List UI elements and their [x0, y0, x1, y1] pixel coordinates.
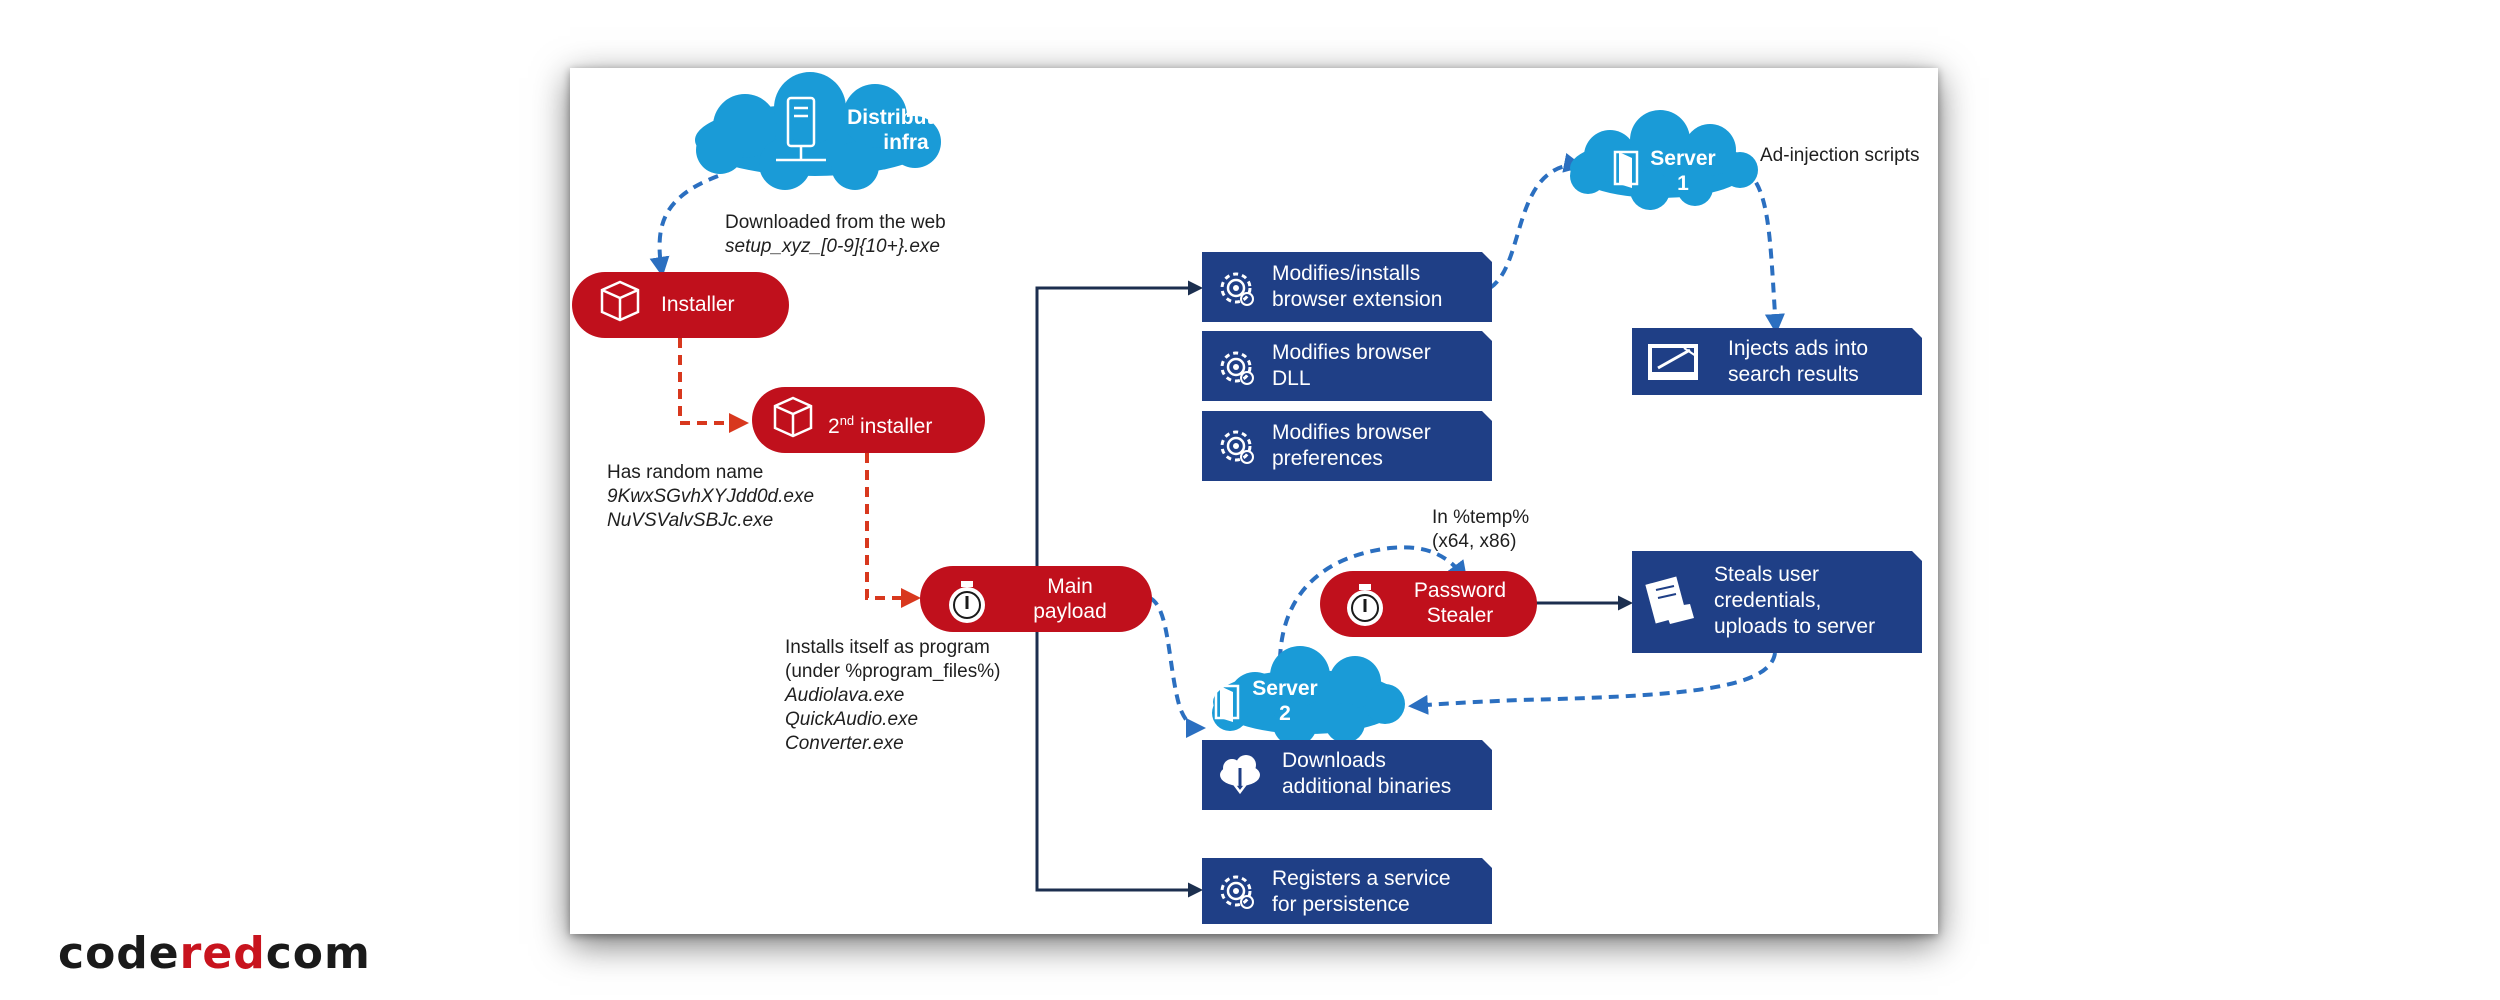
server-rack-icon: [776, 96, 826, 162]
distribution-label: Distribution infra: [847, 106, 965, 154]
box-downloads-label: Downloads additional binaries: [1282, 749, 1452, 798]
installer-pill: [572, 272, 789, 338]
arrow-installer-installer2: [678, 338, 749, 433]
box-service-label: Registers a service for persistence: [1272, 867, 1451, 916]
arrow-extension-server1: [1488, 153, 1584, 290]
box-extension: [1202, 252, 1492, 322]
server1-label: Server 1: [1650, 147, 1716, 195]
arrow-distribution-installer: [649, 174, 719, 277]
hand-document-icon: [1645, 576, 1694, 624]
door-icon: [1214, 684, 1240, 722]
password-stealer-label: Password Stealer: [1413, 579, 1507, 627]
main-payload-label: Main payload: [1033, 575, 1107, 623]
installer2-label: 2nd installer: [828, 413, 933, 438]
bomb-icon: [1347, 584, 1383, 626]
box-prefs: [1202, 411, 1492, 481]
box-prefs-label: Modifies browser preferences: [1272, 421, 1431, 470]
box-dll: [1202, 331, 1492, 401]
box-extension-label: Modifies/installs browser extension: [1272, 262, 1443, 311]
cloud-download-icon: [1220, 755, 1260, 795]
installer-label: Installer: [661, 293, 735, 316]
box-steals: [1632, 551, 1922, 653]
server2-cloud: [1212, 646, 1405, 746]
server2-label: Server 2: [1252, 677, 1318, 725]
diagram-card: Distribution infra Server 1 Server 2 Ins…: [570, 68, 1938, 934]
box-dll-label: Modifies browser DLL: [1272, 341, 1431, 390]
door-icon: [1613, 150, 1639, 188]
arrow-main-server2: [1148, 596, 1206, 738]
annotation-downloaded: Downloaded from the web setup_xyz_[0-9]{…: [725, 212, 946, 257]
arrow-installer2-main: [865, 453, 921, 608]
branch-main-bottom: [1035, 624, 1203, 898]
annotation-ad-injection: Ad-injection scripts: [1760, 145, 1920, 166]
package-box-icon: [600, 280, 640, 322]
annotation-installs: Installs itself as program (under %progr…: [785, 637, 1001, 754]
box-service: [1202, 858, 1492, 924]
annotation-temp: In %temp% (x64, x86): [1432, 507, 1530, 552]
box-injects: [1632, 328, 1922, 395]
box-injects-label: Injects ads into search results: [1728, 337, 1869, 386]
installer2-pill: [752, 387, 985, 453]
package-box-icon: [773, 396, 813, 438]
arrow-steals-server2: [1408, 652, 1777, 715]
distribution-cloud: [695, 72, 941, 190]
arrow-server2-stealer: [1277, 545, 1468, 694]
flow-diagram: [572, 72, 1922, 924]
coderedcom-logo: coderedcom: [58, 928, 371, 979]
monitor-syringe-icon: [1648, 344, 1698, 380]
annotation-random-name: Has random name 9KwxSGvhXYJdd0d.exe NuVS…: [607, 462, 815, 531]
bomb-icon: [949, 581, 985, 623]
arrow-server1-injects: [1743, 168, 1785, 334]
branch-main-top: [1035, 280, 1203, 578]
box-downloads: [1202, 740, 1492, 810]
box-steals-label: Steals user credentials, uploads to serv…: [1714, 563, 1876, 638]
